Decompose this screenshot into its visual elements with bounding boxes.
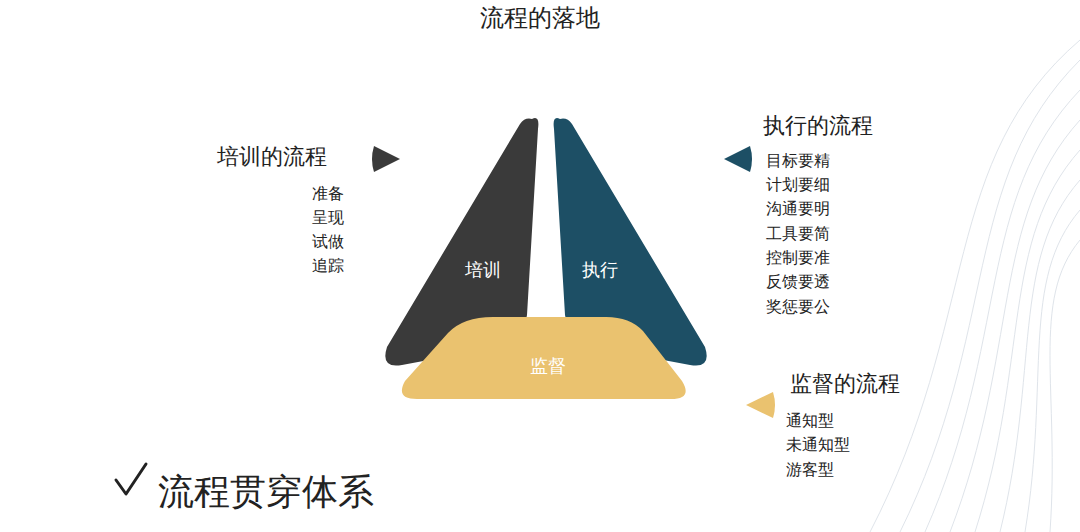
list-item: 试做 xyxy=(312,232,344,251)
list-item: 未通知型 xyxy=(786,435,850,454)
swirl-line xyxy=(900,60,1080,532)
swirl-line xyxy=(1025,210,1080,532)
list-item: 目标要精 xyxy=(766,151,830,170)
swirl-line xyxy=(925,90,1080,532)
list-item: 计划要细 xyxy=(766,175,830,194)
list-item: 沟通要明 xyxy=(766,199,830,218)
swirl-line xyxy=(950,120,1080,532)
swirl-line xyxy=(1000,180,1080,532)
list-item: 奖惩要公 xyxy=(766,297,830,316)
swirl-line xyxy=(975,150,1080,532)
list-item: 通知型 xyxy=(786,411,834,430)
section-heading: 培训的流程 xyxy=(217,144,327,170)
list-item: 游客型 xyxy=(786,460,834,479)
section-heading: 执行的流程 xyxy=(763,113,873,139)
caption: 流程贯穿体系 xyxy=(158,470,374,513)
list-item: 反馈要透 xyxy=(766,272,830,291)
list-item: 工具要简 xyxy=(766,224,830,243)
section-heading: 监督的流程 xyxy=(790,371,900,397)
pointer-triangle xyxy=(724,146,752,172)
node-label: 培训 xyxy=(465,259,501,281)
list-item: 追踪 xyxy=(312,256,344,275)
node-label: 监督 xyxy=(530,355,566,377)
petal-shape: 监督 xyxy=(393,313,693,401)
swirl-line xyxy=(1050,240,1080,532)
list-item: 呈现 xyxy=(312,208,344,227)
pointer-triangle xyxy=(746,392,775,418)
title: 流程的落地 xyxy=(480,4,600,33)
list-item: 控制要准 xyxy=(766,248,830,267)
node-label: 执行 xyxy=(582,259,618,281)
pointer-triangle xyxy=(372,146,400,172)
list-item: 准备 xyxy=(312,184,344,203)
swirl-line xyxy=(870,40,1080,532)
check-mark xyxy=(116,464,146,494)
petal-fill xyxy=(402,317,686,399)
